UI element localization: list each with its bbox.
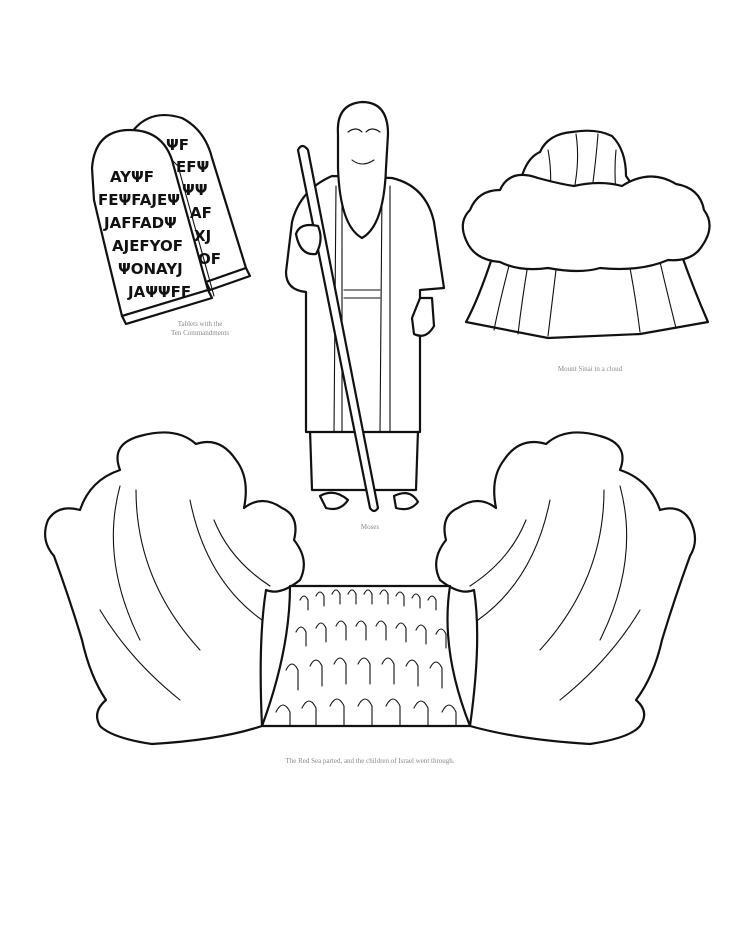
crowd-of-israelites xyxy=(275,589,457,727)
moses-illustration xyxy=(284,100,446,513)
tablet-row: AJEFYOF xyxy=(112,237,183,255)
tablet-inscriptions: AYΨF FEΨFAJEΨ JAFFADΨ AJEFYOF ΨONAYJ JAΨ… xyxy=(98,136,221,301)
tablet-row: ΨONAYJ xyxy=(118,260,183,278)
tablet-row: ΨF xyxy=(166,136,189,154)
tablets-caption: Tablets with the Ten Commandments xyxy=(140,320,260,338)
tablets-caption-line2: Ten Commandments xyxy=(170,329,230,337)
tablet-row: EFΨ xyxy=(176,158,209,176)
tablet-row: JAΨΨFF xyxy=(127,283,191,301)
tablet-row: FEΨFAJEΨ xyxy=(98,191,180,209)
tablet-row: XJ xyxy=(194,227,211,245)
tablets-caption-line1: Tablets with the xyxy=(177,320,223,328)
mount-sinai-illustration xyxy=(461,129,711,340)
tablet-row: OF xyxy=(198,250,221,268)
stone-tablets-illustration: AYΨF FEΨFAJEΨ JAFFADΨ AJEFYOF ΨONAYJ JAΨ… xyxy=(90,114,252,326)
tablet-row: AYΨF xyxy=(110,168,154,186)
red-sea-illustration xyxy=(43,431,697,746)
red-sea-caption: The Red Sea parted, and the children of … xyxy=(285,757,455,765)
mount-sinai-caption: Mount Sinai in a cloud xyxy=(557,365,623,373)
tablet-row: JAFFADΨ xyxy=(103,214,177,232)
moses-caption: Moses xyxy=(360,523,380,531)
tablet-row: AF xyxy=(190,204,212,222)
tablet-row: ΨΨ xyxy=(182,181,208,199)
